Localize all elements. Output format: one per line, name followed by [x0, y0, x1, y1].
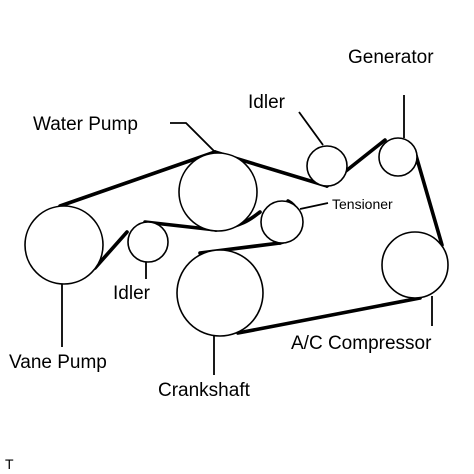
label-ac-compressor: A/C Compressor [291, 333, 432, 354]
label-water-pump: Water Pump [33, 114, 138, 135]
label-tensioner: Tensioner [332, 196, 393, 212]
belt-segment-vane-to-water-pump [58, 150, 217, 208]
ac-compressor-pulley [381, 231, 449, 299]
idler-left-pulley [127, 221, 169, 263]
corner-mark: T [5, 456, 14, 472]
belt-segment-idler-left-to-vane [93, 230, 129, 270]
generator-pulley [378, 137, 418, 177]
leader-idler-top [298, 111, 324, 146]
crankshaft-pulley [176, 249, 264, 337]
vane-pump-pulley [24, 205, 104, 285]
pulleys [24, 137, 449, 337]
label-idler-left: Idler [113, 283, 151, 304]
leader-lines [61, 95, 433, 375]
label-vane-pump: Vane Pump [9, 352, 107, 373]
leader-tensioner [299, 202, 329, 210]
belt-segment-generator-to-ac [413, 150, 444, 247]
tensioner-pulley [260, 200, 304, 244]
water-pump-pulley [178, 152, 258, 232]
label-idler-top: Idler [248, 92, 286, 113]
label-crankshaft: Crankshaft [158, 380, 251, 401]
idler-top-pulley [306, 145, 348, 187]
leader-water-pump [170, 122, 217, 154]
label-generator: Generator [348, 47, 434, 68]
belt-segment-ac-to-crankshaft [236, 296, 422, 335]
component-labels: Generator Idler Water Pump Tensioner Idl… [9, 47, 434, 401]
